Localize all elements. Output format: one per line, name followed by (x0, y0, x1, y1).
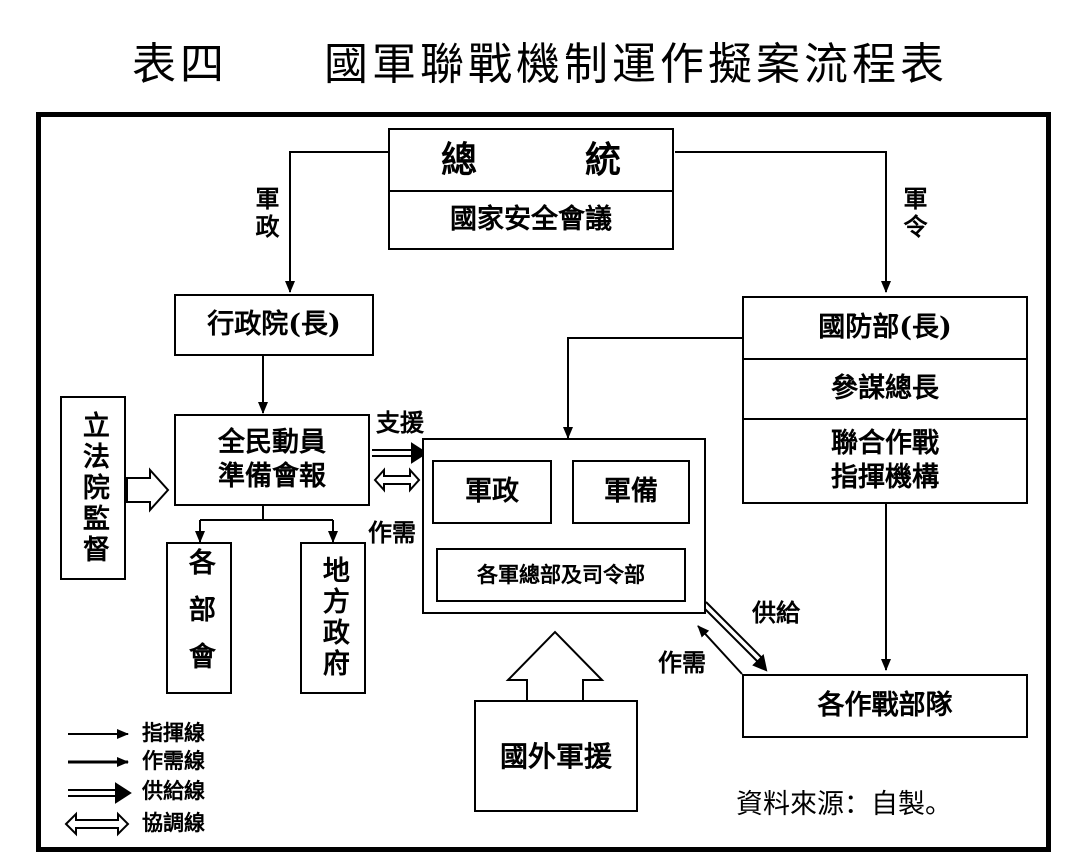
legend-coord-label: 協調線 (142, 810, 205, 835)
combat-units-label: 各作戰部隊 (817, 690, 953, 722)
legend-supply-label: 供給線 (142, 778, 205, 803)
ministries-label: 各部會 (183, 547, 215, 689)
edge-label-ops-need-2: 作需 (658, 648, 706, 677)
chief-of-staff-box: 參謀總長 (742, 358, 1028, 420)
edge-label-supply: 供給 (752, 598, 800, 627)
mod-to-hq-line (563, 337, 742, 439)
local-gov-label: 地方政府 (317, 556, 349, 680)
table-name: 國軍聯戰機制運作擬案流程表 (324, 39, 948, 90)
mod-box: 國防部(長) (742, 296, 1028, 360)
military-admin-box: 軍政 (432, 460, 552, 524)
edge-label-admin: 軍政 (251, 186, 280, 242)
hq-commands-label: 各軍總部及司令部 (477, 561, 645, 587)
mod-label: 國防部(長) (818, 312, 952, 344)
local-gov-box: 地方政府 (300, 542, 366, 694)
legislative-label: 立法院監督 (77, 410, 109, 566)
nsc-box: 國家安全會議 (388, 190, 674, 250)
edge-label-support: 支援 (376, 408, 424, 437)
ops-need-line (697, 625, 743, 675)
foreign-aid-box: 國外軍援 (474, 700, 638, 812)
coordination-arrow (373, 467, 421, 493)
joint-command-box: 聯合作戰 指揮機構 (742, 418, 1028, 504)
legend-supply-line (68, 789, 118, 797)
diagram-frame (36, 112, 1051, 852)
mobilization-branch-line (200, 505, 333, 521)
admin-command-line (285, 151, 390, 293)
legend-ops-label: 作需線 (142, 748, 205, 773)
joint-command-label: 聯合作戰 指揮機構 (831, 428, 939, 493)
ministries-box: 各部會 (166, 542, 232, 694)
foreign-aid-label: 國外軍援 (499, 739, 612, 773)
table-number: 表四 (132, 39, 228, 90)
source-note: 資料來源：自製。 (736, 789, 952, 820)
military-prep-box: 軍備 (572, 460, 690, 524)
military-command-line (675, 151, 891, 293)
mobilization-box: 全民動員 準備會報 (174, 414, 370, 506)
foreign-aid-arrow (505, 630, 605, 700)
executive-yuan-label: 行政院(長) (207, 309, 341, 341)
combat-units-box: 各作戰部隊 (742, 674, 1028, 738)
legislative-hollow-arrow (126, 467, 170, 513)
diagram-title: 表四 國軍聯戰機制運作擬案流程表 (0, 28, 1080, 92)
support-arrow-line (372, 449, 418, 457)
legend-coord-arrow (64, 811, 130, 837)
legend-command-label: 指揮線 (142, 720, 205, 745)
mobilization-label: 全民動員 準備會報 (218, 427, 326, 492)
chief-of-staff-label: 參謀總長 (831, 373, 939, 405)
edge-label-command: 軍令 (899, 186, 928, 242)
legislative-box: 立法院監督 (60, 396, 126, 580)
president-box: 總 統 (388, 128, 674, 192)
hq-commands-box: 各軍總部及司令部 (436, 548, 686, 602)
military-admin-label: 軍政 (465, 476, 519, 508)
supply-line (701, 601, 765, 665)
edge-label-ops-need-1: 作需 (368, 518, 416, 547)
president-label: 總 統 (440, 138, 621, 181)
nsc-label: 國家安全會議 (450, 204, 612, 236)
executive-yuan-box: 行政院(長) (174, 294, 374, 356)
military-prep-label: 軍備 (604, 476, 658, 508)
